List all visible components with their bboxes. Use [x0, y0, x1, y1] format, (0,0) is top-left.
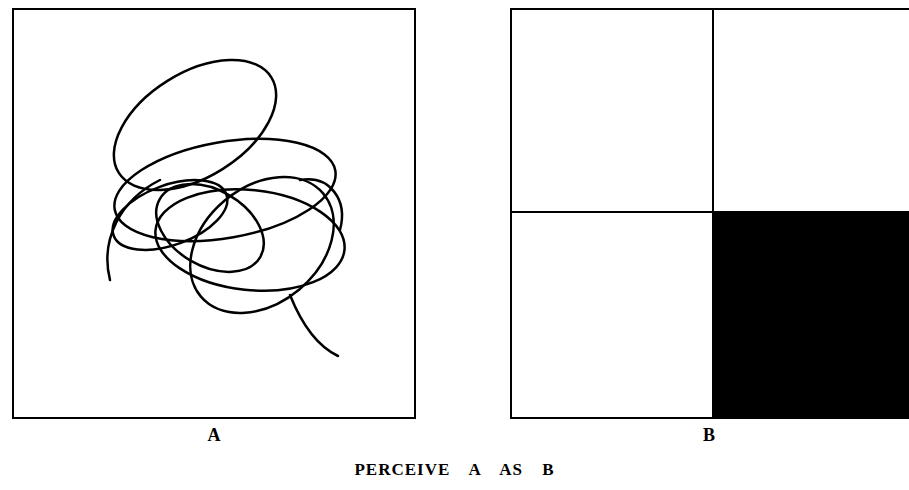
caption: PERCEIVE A AS B	[0, 460, 909, 480]
panel-label: B	[506, 425, 909, 446]
panel-label: A	[14, 425, 414, 446]
grid-panel: B	[510, 8, 909, 419]
grid	[510, 8, 909, 418]
scribble-panel: A	[12, 8, 416, 419]
scribble	[91, 33, 360, 356]
